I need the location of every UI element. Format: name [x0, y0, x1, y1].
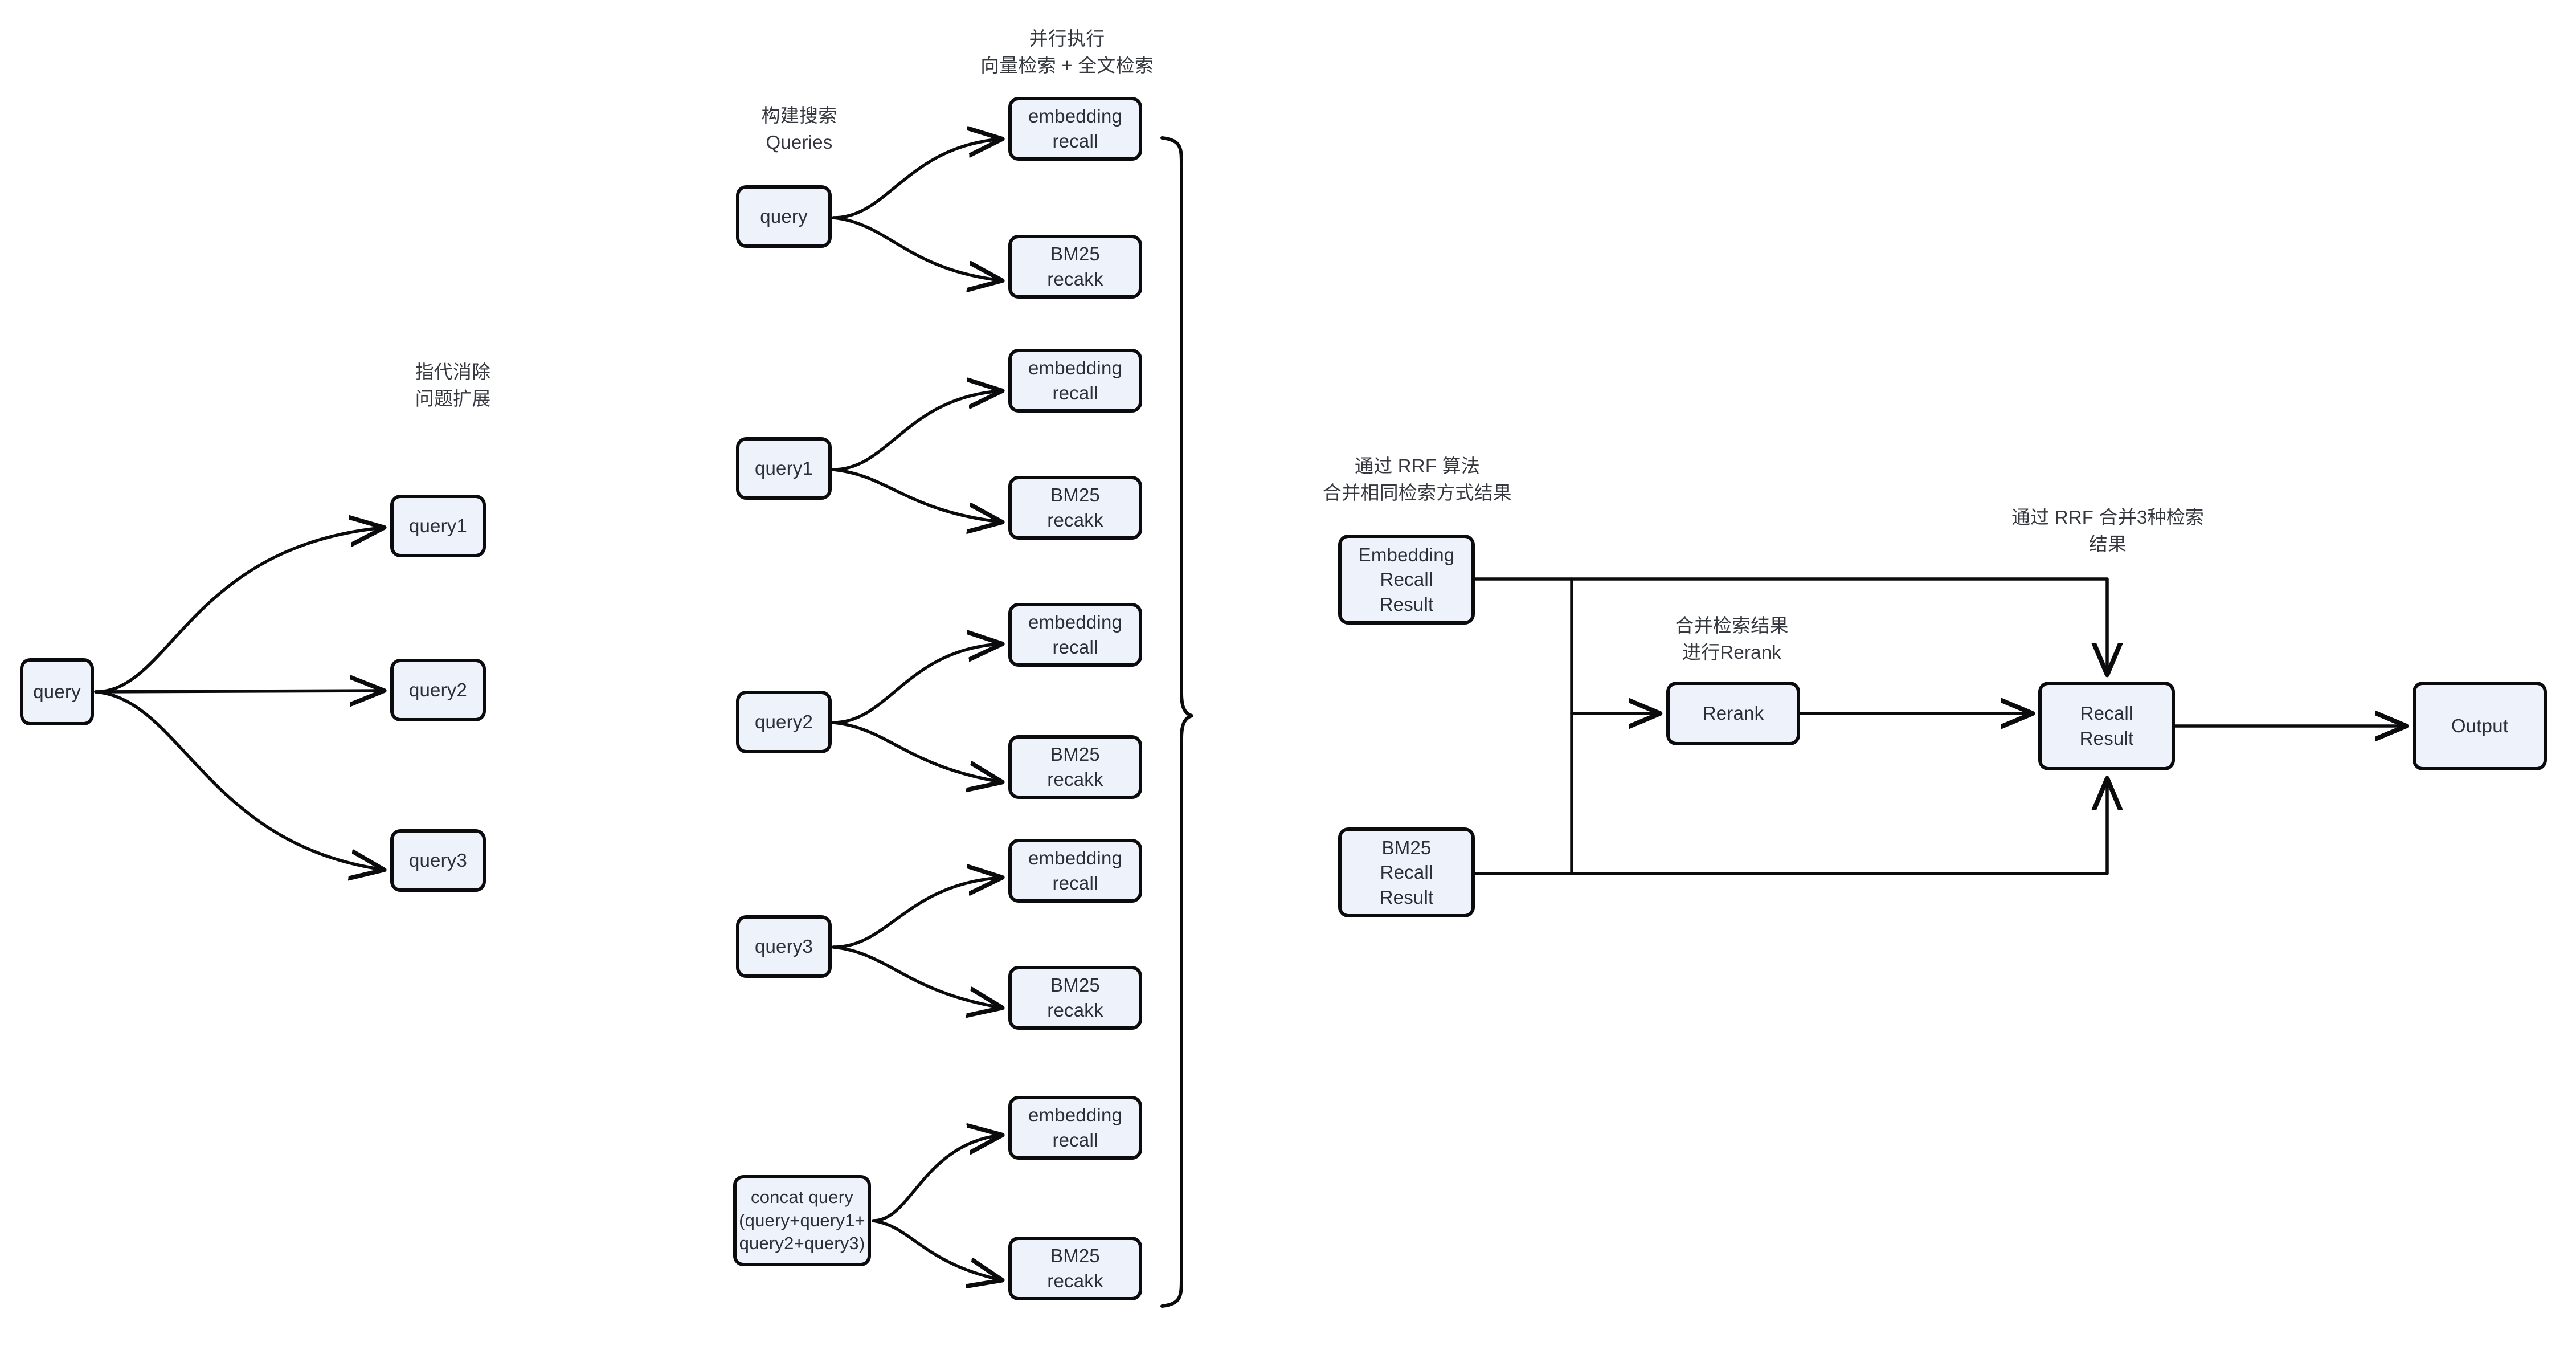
- edge-concat-emb4: [872, 1135, 1001, 1222]
- node-mid-query[interactable]: query: [736, 185, 832, 248]
- edge-query-to-query1: [94, 528, 383, 694]
- node-embedding-recall-3[interactable]: embedding recall: [1008, 839, 1142, 903]
- edge-embres-to-recall: [1473, 577, 2107, 674]
- node-out-query1[interactable]: query1: [390, 495, 486, 557]
- edge-midquery-bm0: [832, 216, 1001, 280]
- node-embedding-recall-result[interactable]: Embedding Recall Result: [1338, 535, 1475, 625]
- node-embedding-recall-1[interactable]: embedding recall: [1008, 349, 1142, 413]
- note-rrf-three: 通过 RRF 合并3种检索结果: [2011, 507, 2205, 554]
- node-embedding-recall-0[interactable]: embedding recall: [1008, 97, 1142, 161]
- edge-midquery2-bm2: [832, 721, 1001, 782]
- edge-concat-bm4: [872, 1219, 1001, 1280]
- node-bm25-recall-3[interactable]: BM25 recakk: [1008, 966, 1142, 1030]
- note-merge-rerank: 合并检索结果 进行Rerank: [1675, 615, 1789, 663]
- edge-midquery1-bm1: [832, 468, 1001, 522]
- node-bm25-recall-result[interactable]: BM25 Recall Result: [1338, 827, 1475, 917]
- node-out-query2[interactable]: query2: [390, 659, 486, 721]
- edge-midquery1-emb1: [832, 391, 1001, 471]
- edge-query-to-query2: [94, 691, 383, 692]
- node-embedding-recall-2[interactable]: embedding recall: [1008, 603, 1142, 667]
- node-rerank[interactable]: Rerank: [1666, 682, 1800, 745]
- note-parallel-exec: 并行执行 向量检索 + 全文检索: [980, 28, 1154, 76]
- node-bm25-recall-0[interactable]: BM25 recakk: [1008, 235, 1142, 299]
- node-bm25-recall-2[interactable]: BM25 recakk: [1008, 735, 1142, 799]
- edge-bm25res-to-recall: [1473, 780, 2107, 875]
- node-mid-concat-query[interactable]: concat query (query+query1+ query2+query…: [733, 1175, 871, 1266]
- node-out-query3[interactable]: query3: [390, 829, 486, 892]
- note-rrf-same-type: 通过 RRF 算法 合并相同检索方式结果: [1323, 455, 1512, 503]
- node-mid-query1[interactable]: query1: [736, 437, 832, 500]
- edge-midquery2-emb2: [832, 644, 1001, 724]
- edge-query-to-query3: [94, 690, 383, 870]
- edge-midquery3-bm3: [832, 945, 1001, 1008]
- edge-midquery-emb0: [832, 139, 1001, 219]
- node-embedding-recall-4[interactable]: embedding recall: [1008, 1096, 1142, 1160]
- node-recall-result[interactable]: Recall Result: [2038, 682, 2175, 770]
- node-src-query[interactable]: query: [20, 658, 94, 725]
- node-bm25-recall-1[interactable]: BM25 recakk: [1008, 476, 1142, 540]
- node-bm25-recall-4[interactable]: BM25 recakk: [1008, 1237, 1142, 1300]
- node-mid-query2[interactable]: query2: [736, 691, 832, 753]
- node-mid-query3[interactable]: query3: [736, 915, 832, 978]
- recall-group-brace: [1160, 136, 1193, 1308]
- note-build-queries: 构建搜索Queries: [761, 105, 837, 153]
- note-query-rewrite: 指代消除 问题扩展: [415, 361, 491, 409]
- node-output[interactable]: Output: [2413, 682, 2547, 770]
- edge-midquery3-emb3: [832, 878, 1001, 949]
